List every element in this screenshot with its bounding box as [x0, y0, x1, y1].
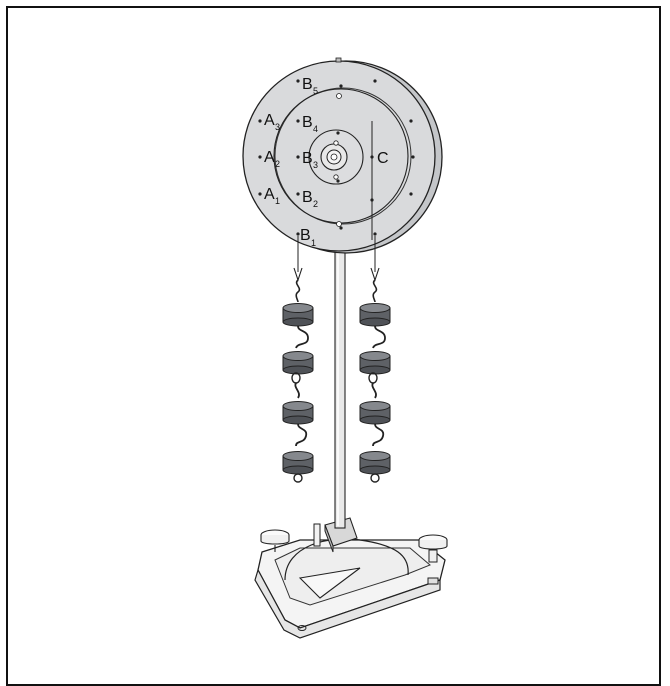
left-weight-stack [282, 236, 314, 483]
label-A: A [264, 149, 275, 166]
label-sub-1: 1 [275, 196, 280, 206]
label-A: A [264, 186, 275, 203]
label-B: B [300, 227, 311, 244]
label-C: C [377, 150, 389, 167]
position-labels: B 5 A 3 B 4 A 2 B 3 C A 1 B 2 B 1 [264, 76, 389, 248]
left-weight-4 [282, 451, 314, 475]
support-rod [334, 235, 346, 529]
left-weight-3 [282, 401, 314, 425]
right-weight-2 [359, 351, 391, 375]
label-sub-1: 1 [311, 238, 316, 248]
left-weight-1 [282, 303, 314, 327]
label-sub-3: 3 [275, 122, 280, 132]
label-B: B [302, 189, 313, 206]
base-stand [254, 517, 448, 639]
label-B: B [302, 76, 313, 93]
rotating-disk [242, 57, 443, 254]
label-sub-5: 5 [313, 86, 318, 96]
label-A: A [264, 112, 275, 129]
label-B: B [302, 150, 313, 167]
label-sub-3: 3 [313, 160, 318, 170]
label-sub-4: 4 [313, 124, 318, 134]
right-weight-stack [359, 236, 391, 483]
label-sub-2: 2 [275, 159, 280, 169]
right-weight-1 [359, 303, 391, 327]
right-weight-3 [359, 401, 391, 425]
label-B: B [302, 114, 313, 131]
right-weight-4 [359, 451, 391, 475]
left-weight-2 [282, 351, 314, 375]
label-sub-2: 2 [313, 199, 318, 209]
